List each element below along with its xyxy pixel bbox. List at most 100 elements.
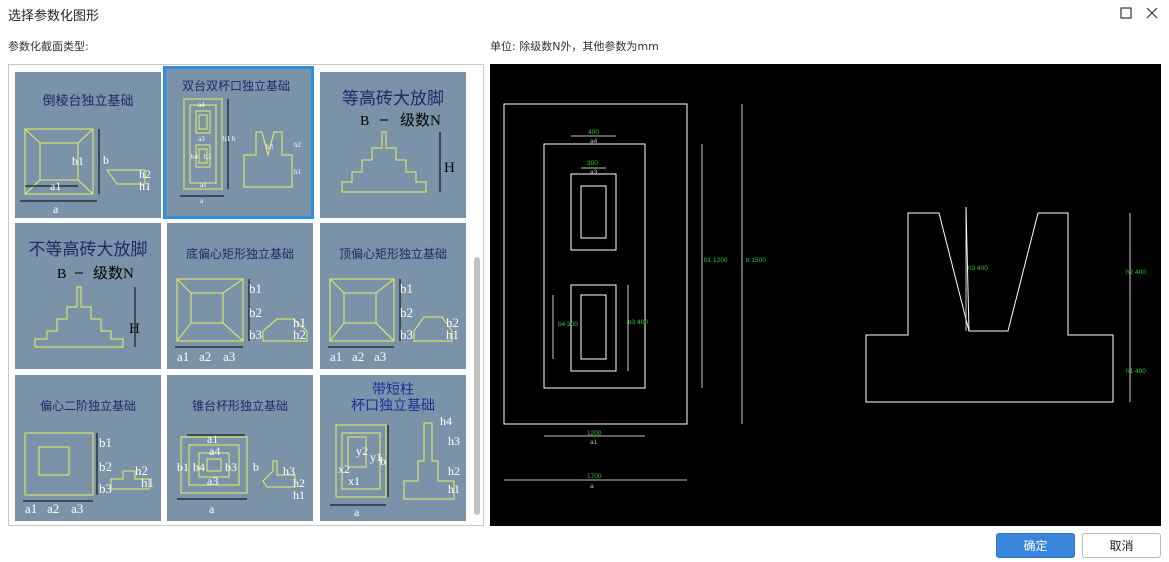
thumb-diagram: a4 a3 b4 b3 b1 b a1 a h3 h2 h1 (180, 98, 302, 205)
svg-text:h2: h2 (448, 464, 460, 478)
label-b: b (103, 153, 109, 167)
svg-text:b3: b3 (400, 327, 413, 342)
thumb-diagram: a1 a4 b1 b4 b3 a3 a b h3 h2 h1 (177, 432, 305, 516)
svg-text:h1: h1 (446, 327, 459, 342)
svg-text:h2: h2 (293, 327, 306, 342)
svg-text:b 1500: b 1500 (746, 257, 766, 264)
svg-text:b1: b1 (99, 435, 112, 450)
thumb-diagram: b1 b2 b3 a1 a2 a3 h2 h1 (23, 432, 154, 516)
svg-text:a2: a2 (47, 501, 59, 516)
thumb-title: 等高砖大放脚 (342, 89, 444, 109)
svg-text:h3: h3 (266, 143, 274, 151)
svg-text:a3: a3 (207, 474, 218, 488)
thumb-frustum-cup-foundation[interactable]: 锥台杯形独立基础 a1 a4 b1 b4 b3 a3 a (167, 375, 313, 521)
svg-text:h3 400: h3 400 (968, 265, 988, 272)
thumb-title: 锥台杯形独立基础 (191, 399, 288, 413)
svg-text:1700: 1700 (587, 473, 602, 480)
list-scrollbar[interactable] (473, 69, 481, 523)
thumb-inverted-frustum-foundation[interactable]: 倒棱台独立基础 b1 a1 a b h2 h1 (15, 72, 161, 218)
svg-text:h2 400: h2 400 (1126, 269, 1146, 276)
label-b1: b1 (72, 154, 84, 168)
close-button[interactable] (1142, 3, 1162, 23)
preview-canvas: 400 a4 300 a3 b1 1200 b 1500 b4 300 b3 4… (490, 64, 1161, 526)
thumb-diagram: B 级数N H (34, 265, 140, 348)
thumb-title: 不等高砖大放脚 (28, 240, 148, 260)
thumb-diagram: x2 x1 y2 y1 b a h4 h3 h2 h1 (330, 414, 460, 519)
svg-text:b: b (380, 454, 386, 468)
svg-text:a4: a4 (209, 444, 220, 458)
svg-text:a1: a1 (25, 501, 37, 516)
svg-text:b3 400: b3 400 (628, 319, 648, 326)
thumb-diagram: b1 b2 b3 a1 a2 a3 h1 h2 (175, 278, 308, 364)
thumb-eccentric-two-step-foundation[interactable]: 偏心二阶独立基础 b1 b2 b3 a1 a2 a3 h2 h1 (15, 375, 161, 521)
svg-text:x2: x2 (338, 462, 350, 476)
svg-text:h1: h1 (141, 475, 154, 490)
label-a: a (53, 202, 59, 216)
svg-text:a: a (354, 505, 360, 519)
svg-text:300: 300 (587, 160, 598, 167)
svg-text:a3: a3 (374, 349, 386, 364)
maximize-button[interactable] (1116, 3, 1136, 23)
section-type-list[interactable]: 倒棱台独立基础 b1 a1 a b h2 h1 (8, 64, 484, 526)
svg-text:h1: h1 (294, 168, 302, 176)
thumb-double-cup-foundation[interactable]: 双台双杯口独立基础 a4 a3 b4 b3 b1 b a1 (163, 66, 314, 219)
svg-text:b1: b1 (177, 460, 189, 474)
thumb-short-column-cup-foundation[interactable]: 带短柱 杯口独立基础 x2 x1 y2 y1 b a h4 (320, 375, 466, 521)
svg-text:y1: y1 (370, 450, 382, 464)
svg-text:b1: b1 (400, 281, 413, 296)
svg-text:b4: b4 (191, 153, 199, 161)
thumb-title: 顶偏心矩形独立基础 (338, 247, 447, 261)
svg-text:y2: y2 (356, 444, 368, 458)
svg-text:a1: a1 (200, 181, 207, 189)
svg-text:h2: h2 (135, 463, 148, 478)
label-h2: h2 (139, 167, 151, 181)
svg-text:b: b (253, 460, 259, 474)
svg-text:b: b (232, 135, 236, 143)
svg-text:h1 400: h1 400 (1126, 368, 1146, 375)
thumb-diagram: b1 a1 a b h2 h1 (20, 128, 151, 216)
svg-text:b4: b4 (193, 460, 205, 474)
svg-text:h2: h2 (293, 476, 305, 490)
svg-text:B: B (57, 267, 66, 282)
thumb-diagram: b1 b2 b3 a1 a2 a3 h2 h1 (328, 278, 459, 364)
thumb-title: 底偏心矩形独立基础 (185, 247, 294, 261)
thumb-bottom-eccentric-foundation[interactable]: 底偏心矩形独立基础 b1 b2 b3 a1 a2 a3 h1 (167, 223, 313, 369)
svg-text:a1: a1 (590, 439, 598, 446)
svg-text:h2: h2 (294, 141, 302, 149)
svg-text:a: a (590, 483, 594, 490)
thumb-title: 偏心二阶独立基础 (39, 399, 136, 413)
svg-text:a4: a4 (198, 101, 205, 109)
svg-text:a: a (209, 502, 215, 516)
unit-label: 单位: 除级数N外，其他参数为mm (490, 40, 659, 53)
thumb-title-line2: 杯口独立基础 (351, 398, 435, 414)
thumb-equal-height-brick-footing[interactable]: 等高砖大放脚 B 级数N H (320, 72, 466, 218)
svg-text:h3: h3 (283, 464, 295, 478)
preview-drawing: 400 a4 300 a3 b1 1200 b 1500 b4 300 b3 4… (503, 103, 1146, 490)
svg-text:a2: a2 (199, 349, 211, 364)
label-h1: h1 (139, 179, 151, 193)
svg-text:B: B (360, 114, 369, 129)
svg-text:b2: b2 (400, 305, 413, 320)
thumb-unequal-height-brick-footing[interactable]: 不等高砖大放脚 B 级数N H (15, 223, 161, 369)
thumb-title: 双台双杯口独立基础 (181, 79, 290, 93)
svg-text:h3: h3 (448, 434, 460, 448)
svg-text:b1: b1 (249, 281, 262, 296)
confirm-button[interactable]: 确定 (996, 533, 1075, 558)
svg-text:b4 300: b4 300 (558, 321, 578, 328)
cancel-button[interactable]: 取消 (1082, 533, 1161, 558)
thumb-top-eccentric-foundation[interactable]: 顶偏心矩形独立基础 b1 b2 b3 a1 a2 a3 h2 (320, 223, 466, 369)
svg-text:a3: a3 (223, 349, 235, 364)
svg-text:h1: h1 (293, 488, 305, 502)
title-bar: 选择参数化图形 (0, 0, 1169, 28)
svg-text:a2: a2 (352, 349, 364, 364)
svg-text:a1: a1 (330, 349, 342, 364)
dialog-title: 选择参数化图形 (8, 9, 100, 24)
svg-text:h2: h2 (446, 315, 459, 330)
svg-text:a4: a4 (590, 138, 598, 145)
svg-text:1200: 1200 (587, 430, 602, 437)
svg-text:级数N: 级数N (400, 112, 441, 129)
scrollbar-thumb[interactable] (474, 257, 480, 515)
svg-text:级数N: 级数N (93, 265, 134, 282)
maximize-icon (1120, 7, 1132, 19)
